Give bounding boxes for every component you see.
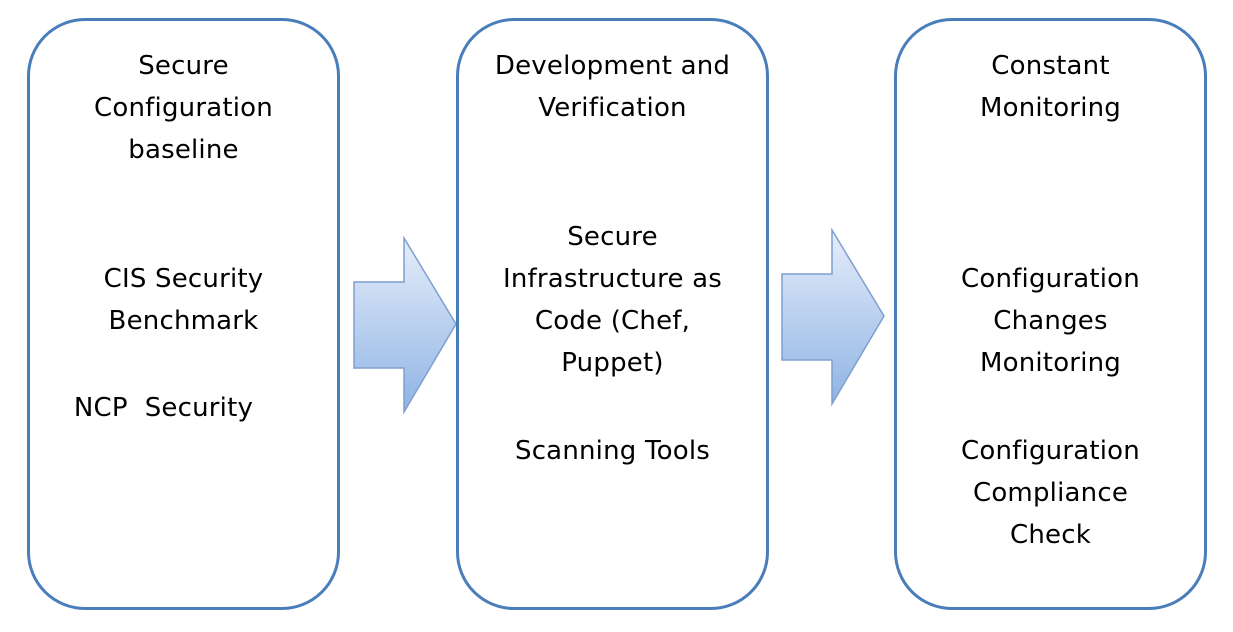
- stage-item: CIS Security Benchmark: [30, 258, 337, 342]
- stage-item-line: Monitoring: [979, 348, 1122, 378]
- stage-item: NCP Security: [10, 387, 317, 429]
- stage-item-line: Scanning Tools: [514, 436, 710, 466]
- stage-item-line: CIS Security: [103, 264, 264, 294]
- stage-title: Development and Verification: [459, 45, 766, 129]
- stage-title-line: Configuration: [94, 93, 273, 123]
- stage-item-line: Secure: [567, 222, 658, 252]
- stage-title-line: baseline: [128, 135, 239, 165]
- stage-title-line: Verification: [538, 93, 687, 123]
- stage-item: Secure Infrastructure as Code (Chef, Pup…: [459, 216, 766, 384]
- stage-item: Configuration Changes Monitoring: [897, 258, 1204, 384]
- stage-item-line: Configuration: [961, 264, 1140, 294]
- stage-item-line: Check: [1010, 520, 1091, 550]
- stage-item-line: Compliance: [972, 478, 1129, 508]
- stage-item-line: Infrastructure as: [502, 264, 723, 294]
- stage-item-line: Code (Chef,: [534, 306, 691, 336]
- stage-title: Secure Configuration baseline: [30, 45, 337, 171]
- stage-item-line: Changes: [993, 306, 1108, 336]
- stage-title-line: Secure: [138, 51, 229, 81]
- stage-item: Scanning Tools: [459, 430, 766, 472]
- stage-title-line: Development and: [494, 51, 731, 81]
- stage-box-development-and-verification: Development and Verification Secure Infr…: [456, 18, 769, 610]
- stage-item-line: Puppet): [561, 348, 664, 378]
- stage-box-constant-monitoring: Constant Monitoring Configuration Change…: [894, 18, 1207, 610]
- stage-item-line: Benchmark: [108, 306, 259, 336]
- stage-title-line: Constant: [991, 51, 1110, 81]
- right-arrow-icon: [781, 228, 885, 407]
- right-arrow-icon: [353, 236, 457, 415]
- stage-box-secure-configuration-baseline: Secure Configuration baseline CIS Securi…: [27, 18, 340, 610]
- stage-item: Configuration Compliance Check: [897, 430, 1204, 556]
- stage-title-line: Monitoring: [979, 93, 1122, 123]
- stage-item-line: Configuration: [961, 436, 1140, 466]
- stage-title: Constant Monitoring: [897, 45, 1204, 129]
- stage-item-line: NCP Security: [73, 393, 254, 423]
